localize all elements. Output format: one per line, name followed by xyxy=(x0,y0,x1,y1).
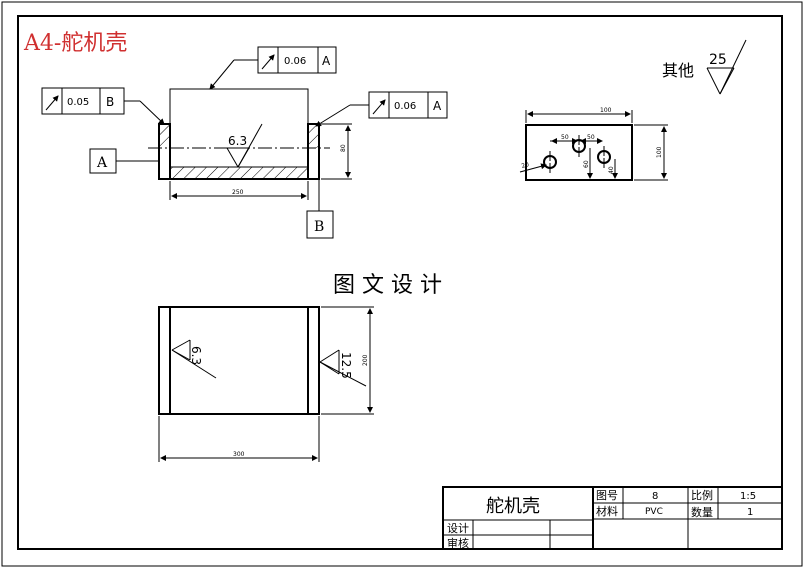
watermark-text: 图 文 设 计 xyxy=(333,273,442,298)
tolerance-frame-top: 0.06 A xyxy=(209,46,337,90)
review-label: 审核 xyxy=(447,536,469,550)
material-label: 材料 xyxy=(596,504,618,518)
drawing-title: A4-舵机壳 xyxy=(23,31,127,56)
datum-a-box: A xyxy=(89,148,160,174)
general-roughness-note: 其他 25 xyxy=(662,39,747,95)
title-block: 舵机壳 图号 8 材料 PVC 比例 1:5 数量 1 设计 审核 xyxy=(442,486,783,550)
material-value: PVC xyxy=(645,507,663,517)
quantity-label: 数量 xyxy=(691,506,713,519)
side-spacing-1: 50 xyxy=(561,134,569,141)
tol-right-value: 0.06 xyxy=(394,101,416,112)
scale-label: 比例 xyxy=(691,488,713,502)
side-spacing-2: 50 xyxy=(587,134,595,141)
top-height-dim: 200 xyxy=(362,354,369,366)
front-section-view: 6.3 250 80 0.06 A 0.05 xyxy=(41,46,448,239)
tolerance-frame-right: 0.06 A xyxy=(315,91,448,127)
tol-top-datum: A xyxy=(322,54,331,68)
inner-frame xyxy=(17,15,783,550)
general-roughness-label: 其他 xyxy=(662,61,694,80)
drawing-no: 8 xyxy=(652,491,658,502)
front-roughness-value: 6.3 xyxy=(228,134,247,148)
side-hole-dia: 20 xyxy=(521,161,530,170)
scale-value: 1:5 xyxy=(740,491,756,502)
front-height-dim: 80 xyxy=(340,144,347,152)
tolerance-frame-left: 0.05 B xyxy=(41,87,165,125)
datum-a-label: A xyxy=(96,155,108,171)
tol-left-datum: B xyxy=(106,95,114,109)
general-roughness-value: 25 xyxy=(709,52,727,68)
side-height-dim: 100 xyxy=(656,146,663,158)
side-hole-v1: 60 xyxy=(583,160,590,168)
side-width-dim: 100 xyxy=(600,107,612,114)
side-hole-v2: 40 xyxy=(608,166,615,174)
drawing-no-label: 图号 xyxy=(596,489,618,502)
top-view: 6.3 12.5 300 200 xyxy=(158,306,374,462)
tol-right-datum: A xyxy=(433,99,442,113)
quantity-value: 1 xyxy=(747,507,753,518)
tol-top-value: 0.06 xyxy=(284,56,306,67)
front-width-dim: 250 xyxy=(232,189,244,196)
part-name: 舵机壳 xyxy=(486,496,540,517)
top-roughness-right: 12.5 xyxy=(339,352,353,379)
datum-b-label: B xyxy=(314,219,324,235)
design-label: 设计 xyxy=(447,522,469,535)
side-view: 100 50 50 60 40 20 100 xyxy=(519,107,668,181)
top-roughness-left: 6.3 xyxy=(189,346,203,365)
tol-left-value: 0.05 xyxy=(67,97,89,108)
top-width-dim: 300 xyxy=(233,451,245,458)
datum-b-box: B xyxy=(306,179,334,239)
